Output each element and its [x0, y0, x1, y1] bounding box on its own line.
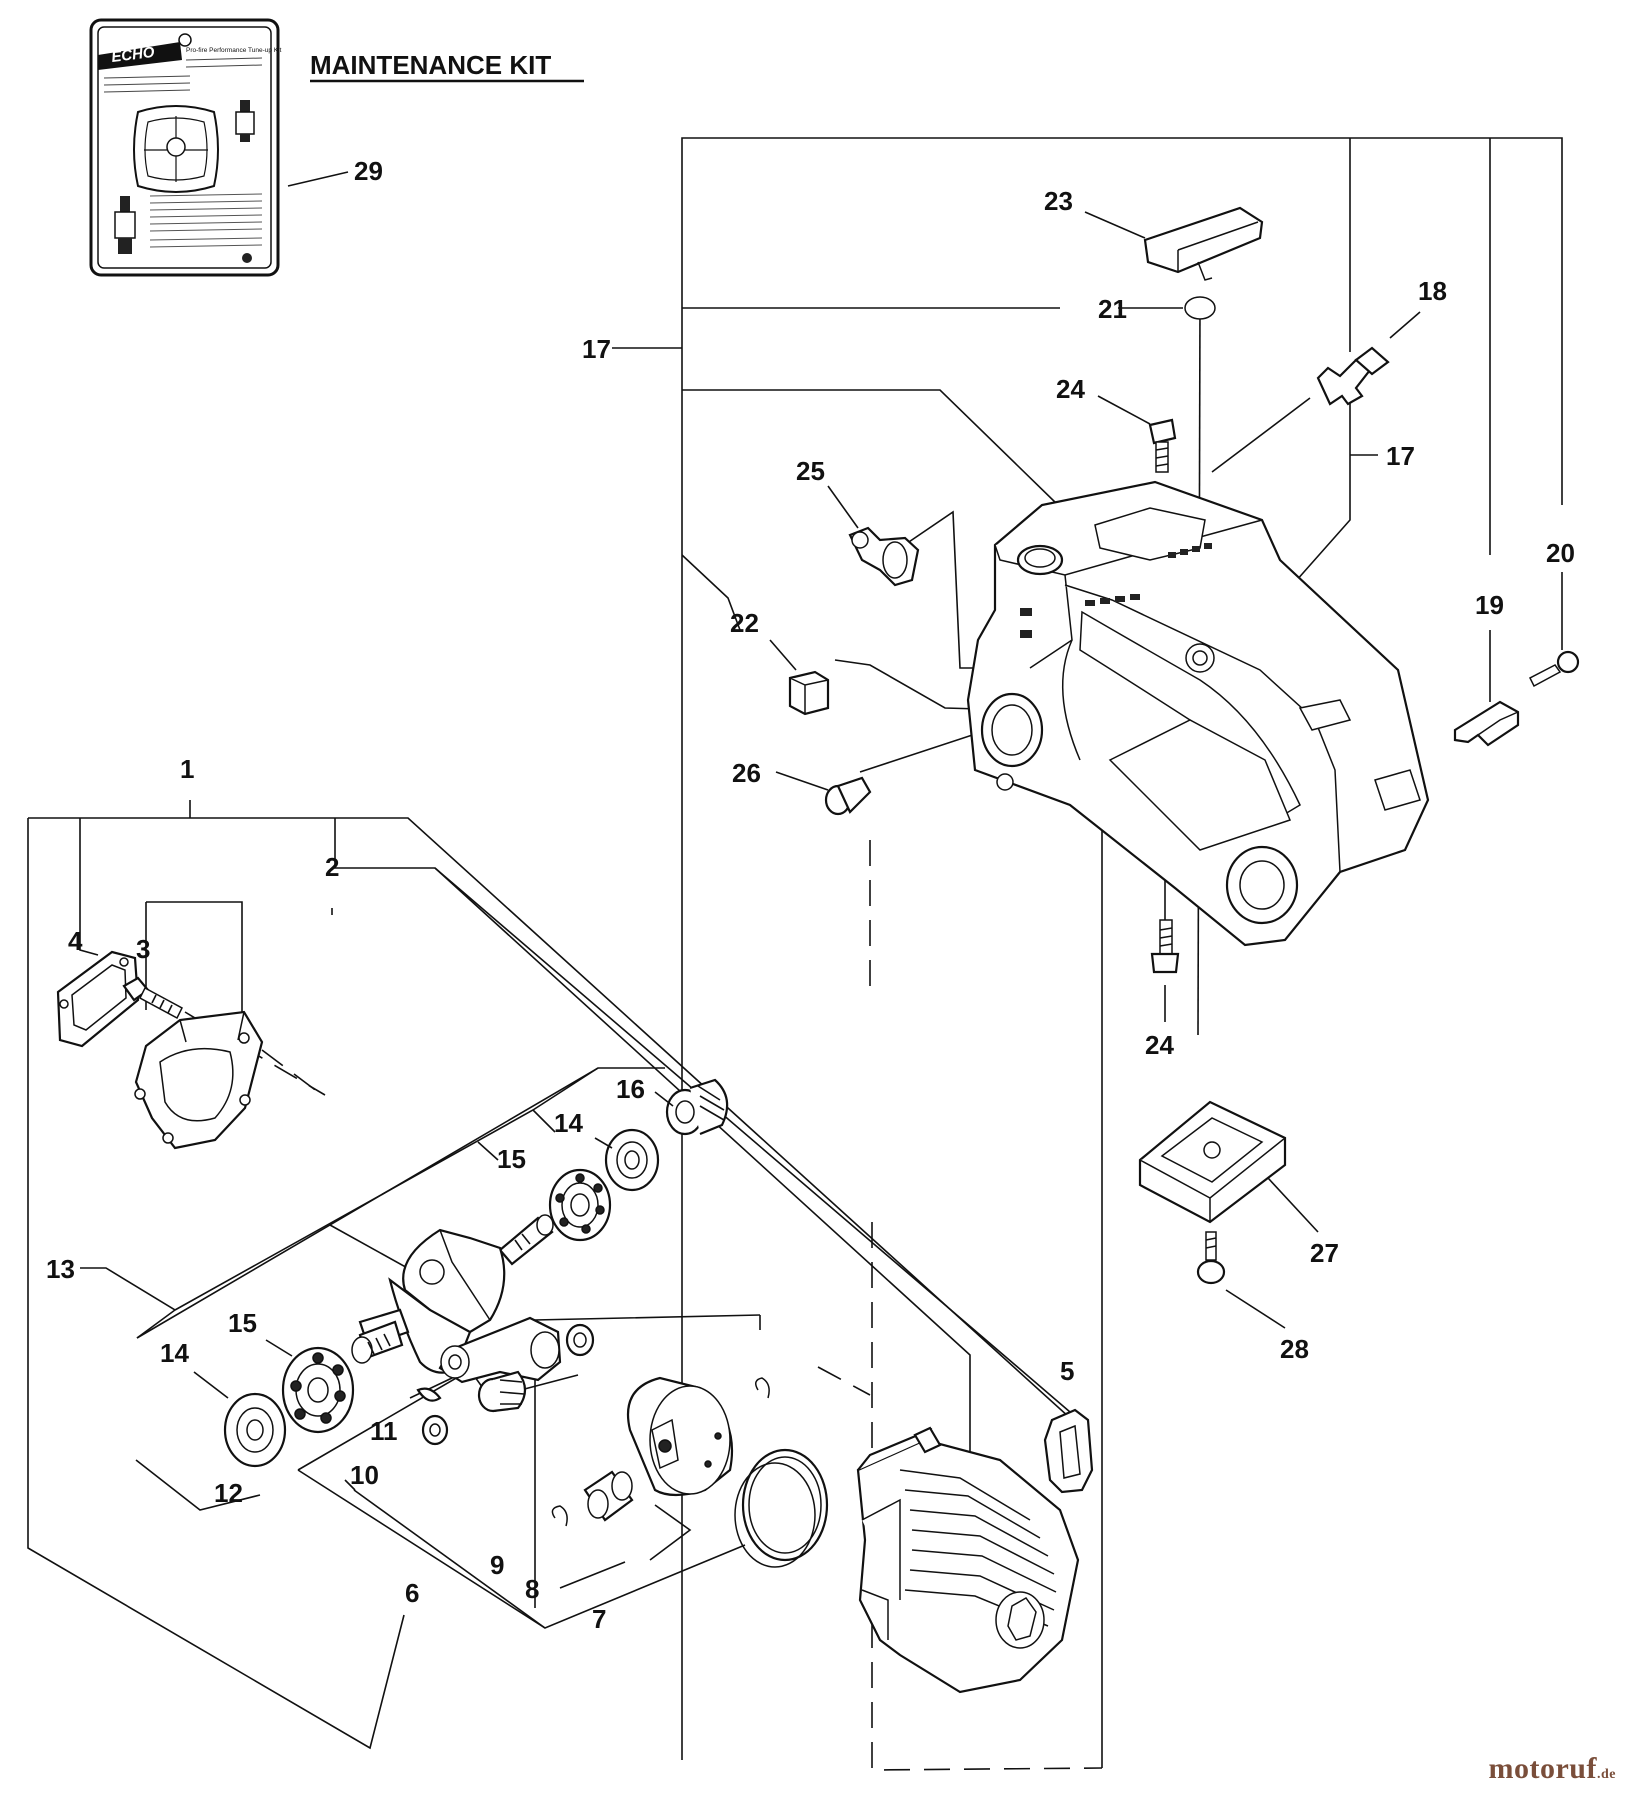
callout-10: 10 [350, 1460, 379, 1490]
callout-20: 20 [1546, 538, 1575, 568]
kit-brand-logo: ECHO [110, 44, 155, 66]
callout-28: 28 [1280, 1334, 1309, 1364]
part-7-piston [626, 1376, 734, 1497]
part-24-screw-bottom [1150, 919, 1180, 974]
part-28-screw [1196, 1231, 1226, 1285]
part-15-ball-bearing-lower [281, 1346, 355, 1434]
callout-14-secondary: 14 [160, 1338, 189, 1368]
callout-27: 27 [1310, 1238, 1339, 1268]
fuel-filter-icon [235, 100, 255, 142]
callout-17-secondary: 17 [1386, 441, 1415, 471]
part-cylinder [856, 1426, 1080, 1694]
callout-22: 22 [730, 608, 759, 638]
callout-11: 11 [370, 1416, 398, 1446]
kit-card-text: Pro-fire Performance Tune-up Kit [186, 47, 282, 54]
callout-2: 2 [325, 852, 339, 882]
part-4-gasket [56, 950, 140, 1048]
callout-1: 1 [180, 754, 194, 784]
part-24-screw-top [1148, 418, 1177, 473]
callout-9: 9 [490, 1550, 504, 1580]
spark-plug-icon [114, 196, 136, 254]
crankcase [966, 480, 1430, 947]
part-20-screw [1528, 650, 1580, 688]
callout-15: 15 [497, 1144, 526, 1174]
callout-7: 7 [592, 1604, 606, 1634]
callout-17: 17 [582, 334, 611, 364]
part-13-crankshaft [351, 1214, 562, 1384]
callout-12: 12 [214, 1478, 243, 1508]
callout-4: 4 [68, 926, 83, 956]
part-26-plug [824, 776, 872, 816]
callout-14: 14 [554, 1108, 583, 1138]
maintenance-kit-card: ECHO Pro-fire Performance Tune-up Kit [89, 18, 282, 277]
crankcase-vents [1020, 543, 1212, 638]
part-washer-upper [565, 1323, 595, 1357]
part-12-key [416, 1387, 442, 1402]
callout-3: 3 [136, 934, 150, 964]
part-5-gasket [1043, 1408, 1094, 1494]
part-10-washer [421, 1414, 449, 1446]
kit-models-text [149, 193, 263, 248]
part-18-oil-fitting [1316, 346, 1390, 406]
part-2-crankcase-half [134, 1010, 264, 1150]
callout-16: 16 [616, 1074, 645, 1104]
maintenance-kit-title: MAINTENANCE KIT [310, 50, 551, 80]
callout-23: 23 [1044, 186, 1073, 216]
part-15-ball-bearing [548, 1168, 612, 1242]
callout-15-secondary: 15 [228, 1308, 257, 1338]
watermark-name: motoruf [1488, 1752, 1597, 1785]
air-filter-icon [133, 105, 219, 193]
part-16-oil-seal [665, 1078, 729, 1136]
part-3-bolt [122, 976, 183, 1020]
callout-24-secondary: 24 [1145, 1030, 1174, 1060]
callout-5: 5 [1060, 1356, 1074, 1386]
part-19-bracket [1453, 700, 1520, 747]
callout-6: 6 [405, 1578, 419, 1608]
callout-19: 19 [1475, 590, 1504, 620]
part-27-cover [1138, 1100, 1287, 1224]
part-11-needle-bearing [477, 1370, 527, 1413]
part-25-adjuster [848, 526, 920, 587]
part-14-seal-ring [604, 1128, 660, 1192]
callout-21: 21 [1098, 294, 1127, 324]
part-14-seal-ring-lower [223, 1392, 287, 1468]
callout-8: 8 [525, 1574, 539, 1604]
watermark-suffix: .de [1597, 1767, 1616, 1782]
kit-lines-icon [103, 57, 263, 93]
part-9-circlip [551, 1377, 770, 1527]
callout-26: 26 [732, 758, 761, 788]
part-rings [734, 1448, 829, 1568]
watermark: motoruf.de [1489, 1752, 1616, 1786]
part-21-cap [1184, 296, 1216, 320]
callout-13: 13 [46, 1254, 75, 1284]
part-23-chain-catcher [1143, 206, 1264, 281]
part-8-piston-pin [583, 1470, 634, 1522]
callout-25: 25 [796, 456, 825, 486]
callout-18: 18 [1418, 276, 1447, 306]
callout-24: 24 [1056, 374, 1085, 404]
part-22-pad [788, 670, 830, 716]
callout-29: 29 [354, 156, 383, 186]
